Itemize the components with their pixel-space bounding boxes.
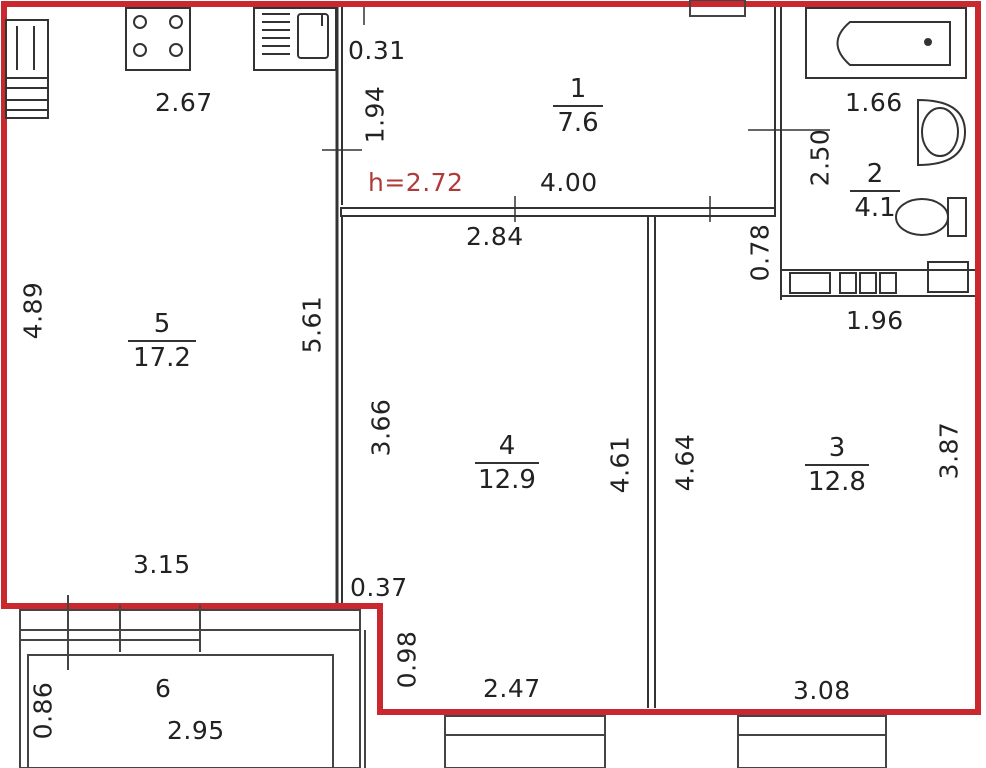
washbasin-icon (917, 98, 967, 167)
apartment-outline (1, 1, 981, 715)
dim-295: 2.95 (167, 716, 225, 745)
dim-315: 3.15 (133, 550, 191, 579)
dim-250: 2.50 (805, 128, 835, 187)
dim-400: 4.00 (540, 168, 598, 197)
room-area: 12.8 (805, 463, 869, 498)
dim-086: 0.86 (28, 681, 58, 740)
dim-464: 4.64 (670, 433, 700, 492)
room-area: 17.2 (128, 339, 196, 374)
dim-561: 5.61 (297, 295, 327, 354)
bathroom-shelf (789, 261, 969, 294)
dim-461: 4.61 (605, 435, 635, 494)
dim-387: 3.87 (934, 421, 964, 480)
dim-194: 1.94 (360, 85, 390, 144)
room-4-label: 4 12.9 (475, 431, 539, 496)
room-3-label: 3 12.8 (805, 433, 869, 498)
room-6-label: 6 (155, 674, 172, 703)
room-1-label: 1 7.6 (553, 74, 603, 139)
ceiling-height: h=2.72 (368, 168, 464, 197)
room-area: 12.9 (475, 461, 539, 496)
sink-icon (253, 7, 337, 71)
room-2-label: 2 4.1 (850, 159, 900, 224)
dim-366: 3.66 (366, 398, 396, 457)
dim-267: 2.67 (155, 88, 213, 117)
room-area: 4.1 (850, 189, 900, 224)
dim-166: 1.66 (845, 88, 903, 117)
dim-031: 0.31 (348, 36, 406, 65)
dim-098: 0.98 (392, 630, 422, 689)
interior-walls (322, 5, 975, 708)
stove-icon (125, 7, 191, 71)
dim-196: 1.96 (846, 306, 904, 335)
balcony (19, 595, 366, 768)
bathtub-icon (805, 7, 967, 79)
room-area: 7.6 (553, 104, 603, 139)
dim-489: 4.89 (18, 281, 48, 340)
room-number: 1 (569, 74, 587, 104)
room-number: 5 (153, 309, 171, 339)
dim-247: 2.47 (483, 674, 541, 703)
radiator-icon (5, 19, 49, 119)
dim-284: 2.84 (466, 222, 524, 251)
dim-037: 0.37 (350, 573, 408, 602)
room-5-label: 5 17.2 (128, 309, 196, 374)
room-number: 2 (866, 159, 884, 189)
dim-308: 3.08 (793, 676, 851, 705)
dim-078: 0.78 (745, 223, 775, 282)
windows (444, 0, 887, 768)
room-number: 4 (498, 431, 516, 461)
toilet-icon (895, 197, 967, 237)
room-number: 3 (828, 433, 846, 463)
